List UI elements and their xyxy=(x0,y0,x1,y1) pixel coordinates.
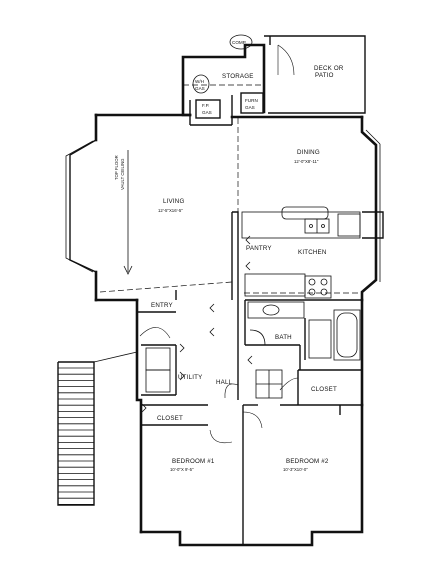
living-dim: 12'-5"X16'-5" xyxy=(158,208,183,213)
closet-right-label: CLOSET xyxy=(311,386,337,393)
bedroom2-label: BEDROOM #2 xyxy=(286,458,329,465)
bath-label: BATH xyxy=(275,334,292,341)
vault-ceiling-label: VAULT CEILING xyxy=(120,158,125,190)
interior-walls xyxy=(137,92,362,545)
fp-label: F.P. xyxy=(202,103,209,108)
door-swings xyxy=(139,44,299,444)
patio-label: PATIO xyxy=(315,72,334,79)
furn-label: FURN xyxy=(245,98,258,103)
comp-label: COMP. xyxy=(232,40,246,45)
bath-fixtures xyxy=(247,301,361,361)
exterior-stairs xyxy=(57,351,138,506)
dining-label: DINING xyxy=(297,149,320,156)
exterior-walls xyxy=(65,35,384,547)
bedroom1-label: BEDROOM #1 xyxy=(172,458,215,465)
kitchen-label: KITCHEN xyxy=(298,249,327,256)
dashed-lines xyxy=(99,84,377,294)
switch-ticks xyxy=(141,235,253,413)
bedroom1-dim: 10'-0"X 9'-5" xyxy=(170,467,194,472)
kitchen-fixtures xyxy=(241,206,361,299)
comp-outline xyxy=(229,34,253,50)
wh-label: W/H xyxy=(195,79,204,84)
dining-dim: 12'-0"X8'-11" xyxy=(294,159,319,164)
utility-label: UTILITY xyxy=(178,374,202,381)
storage-label: STORAGE xyxy=(222,73,254,80)
closet-left-label: CLOSET xyxy=(157,415,183,422)
hall-label: HALL xyxy=(216,379,233,386)
bedroom2-dim: 10'-3"X10'-0" xyxy=(283,467,308,472)
deck-label: DECK OR xyxy=(314,65,344,72)
stair-outline xyxy=(57,361,95,506)
washer-dryer xyxy=(145,347,171,393)
living-label: LIVING xyxy=(163,198,185,205)
stair-rail xyxy=(93,351,138,363)
fp-gas-label: GAS xyxy=(202,110,212,115)
furn-gas-label: GAS xyxy=(245,105,255,110)
vault-label: TOP FLOOR xyxy=(114,155,119,180)
water-heater-outline xyxy=(192,74,210,94)
wh-gas-label: GAS xyxy=(195,86,205,91)
pantry-label: PANTRY xyxy=(246,245,272,252)
entry-label: ENTRY xyxy=(151,302,173,309)
room-labels: COMP. STORAGE DECK OR PATIO W/H GAS F.P.… xyxy=(114,40,344,472)
vault-arrow xyxy=(123,150,133,275)
